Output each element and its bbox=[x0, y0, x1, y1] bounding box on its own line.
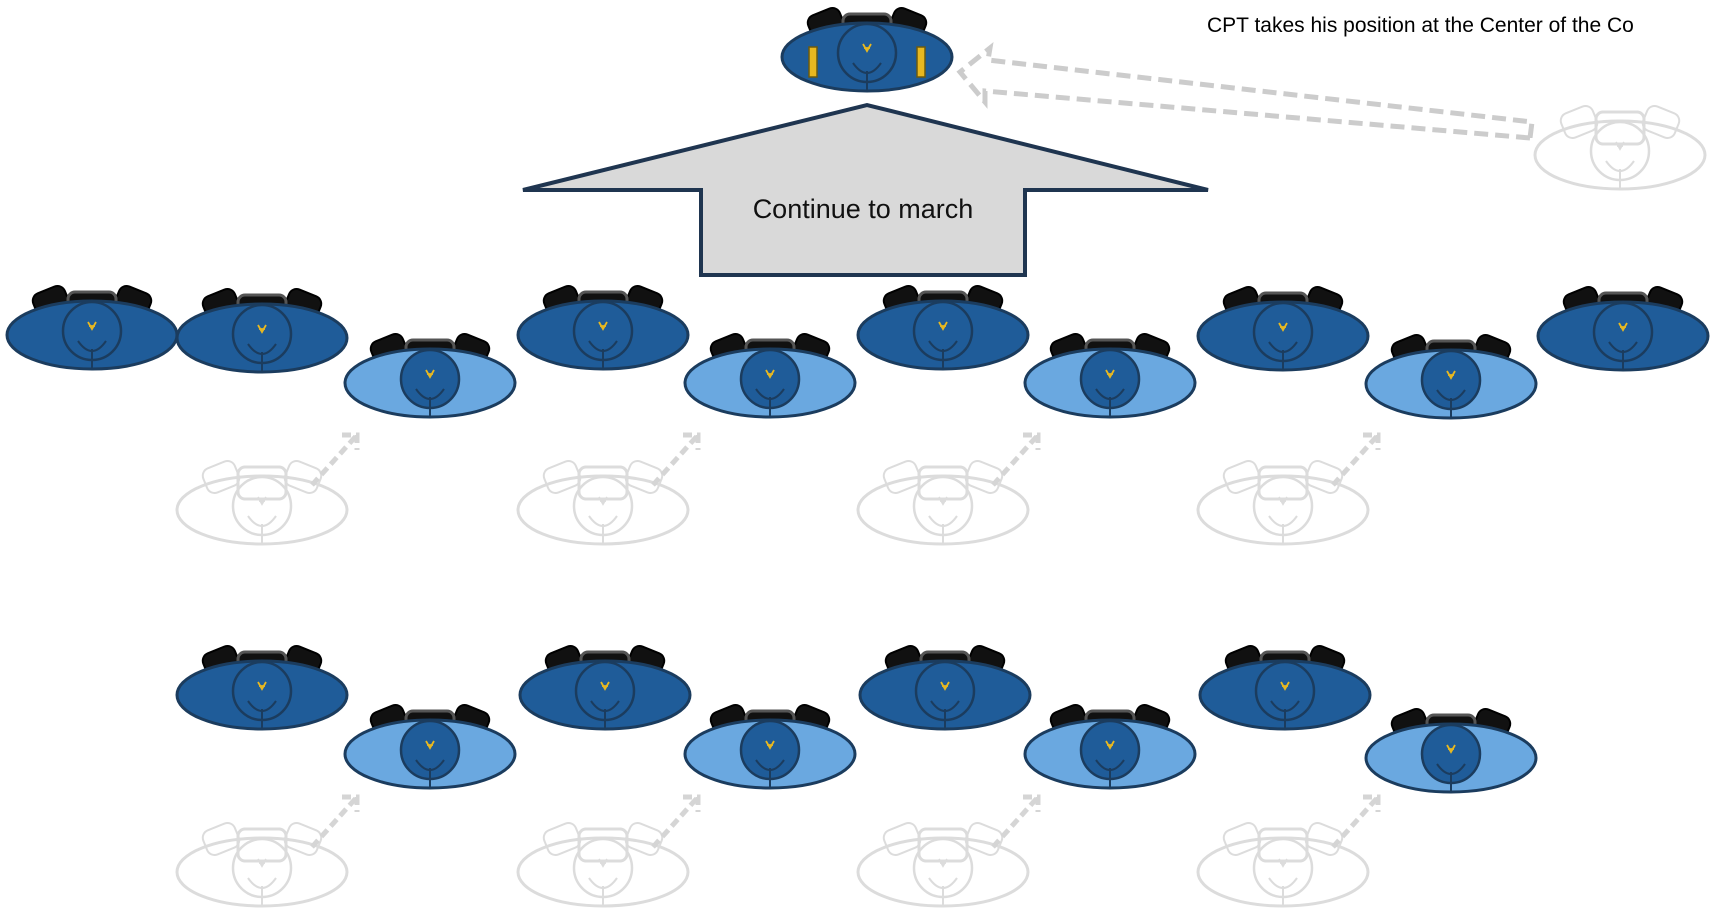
rank-1-soldier-4 bbox=[516, 284, 690, 371]
rank-2-previous-position-3 bbox=[856, 821, 1030, 908]
rank-1-soldier-9 bbox=[1364, 333, 1538, 420]
rank-2-soldier-6 bbox=[1023, 703, 1197, 790]
rank-1-step-arrow-1 bbox=[310, 432, 360, 487]
rank-1-previous-position-2 bbox=[516, 459, 690, 546]
rank-1-soldier-1 bbox=[5, 284, 179, 371]
captain-soldier bbox=[780, 6, 954, 93]
rank-1-previous-position-1 bbox=[175, 459, 349, 546]
rank-2-step-arrow-1 bbox=[310, 794, 360, 849]
rank-2-soldier-4 bbox=[683, 703, 857, 790]
rank-1-soldier-8 bbox=[1196, 285, 1370, 372]
rank-2-step-arrow-2 bbox=[651, 794, 701, 849]
rank-2-soldier-8 bbox=[1364, 707, 1538, 794]
continue-march-arrow bbox=[522, 102, 1209, 277]
rank-1-step-arrow-2 bbox=[651, 432, 701, 487]
rank-2-step-arrow-4 bbox=[1331, 794, 1381, 849]
rank-1-step-arrow-3 bbox=[991, 432, 1041, 487]
rank-2-soldier-3 bbox=[518, 644, 692, 731]
rank-1-previous-position-3 bbox=[856, 459, 1030, 546]
rank-2-previous-position-2 bbox=[516, 821, 690, 908]
rank-2-previous-position-4 bbox=[1196, 821, 1370, 908]
rank-1-previous-position-4 bbox=[1196, 459, 1370, 546]
rank-2-soldier-1 bbox=[175, 644, 349, 731]
captain-move-arrow bbox=[956, 41, 1535, 141]
rank-1-soldier-5 bbox=[683, 332, 857, 419]
rank-2-soldier-2 bbox=[343, 703, 517, 790]
rank-2-soldier-5 bbox=[858, 644, 1032, 731]
rank-1-soldier-2 bbox=[175, 287, 349, 374]
rank-2-previous-position-1 bbox=[175, 821, 349, 908]
captain-previous-position bbox=[1533, 104, 1707, 191]
rank-1-soldier-3 bbox=[343, 332, 517, 419]
rank-1-step-arrow-4 bbox=[1331, 432, 1381, 487]
rank-2-soldier-7 bbox=[1198, 644, 1372, 731]
continue-march-label: Continue to march bbox=[752, 194, 974, 224]
rank-2-step-arrow-3 bbox=[991, 794, 1041, 849]
caption-text: CPT takes his position at the Center of … bbox=[1207, 14, 1634, 37]
rank-1-soldier-10 bbox=[1536, 285, 1710, 372]
rank-1-soldier-6 bbox=[856, 284, 1030, 371]
rank-1-soldier-7 bbox=[1023, 332, 1197, 419]
